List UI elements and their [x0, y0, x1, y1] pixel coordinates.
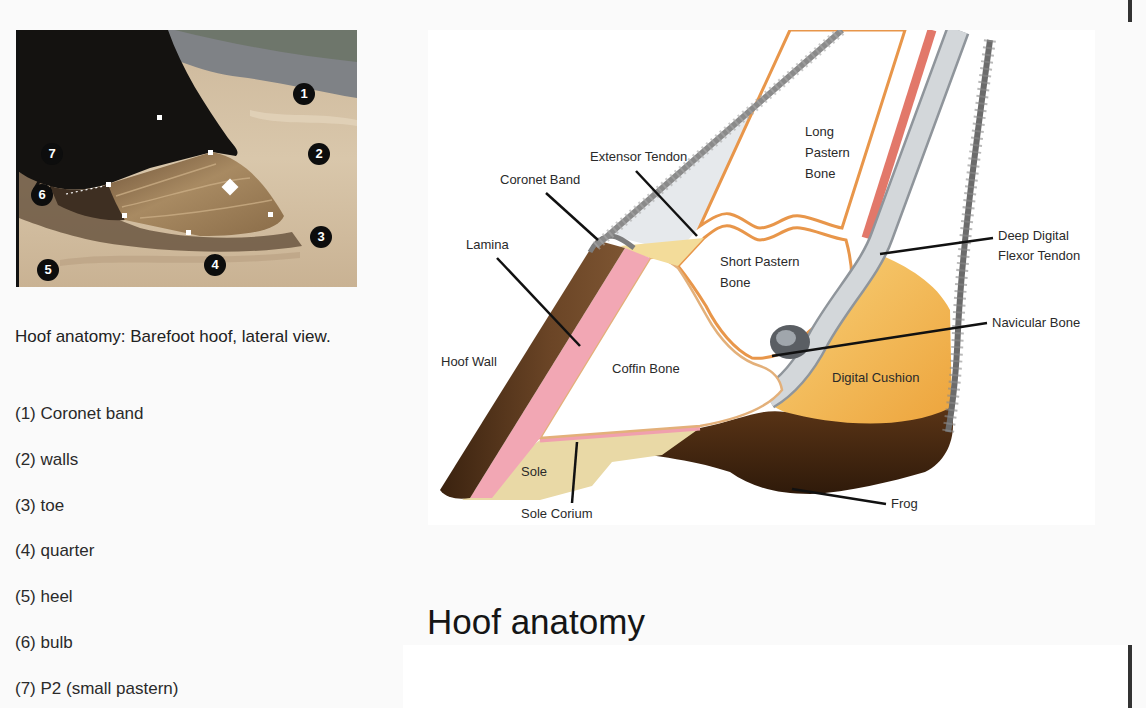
sand-streak [250, 110, 357, 126]
leader-lines [497, 171, 993, 504]
leader-line [636, 171, 697, 236]
background-grass [175, 30, 357, 62]
list-item-box: (2) walls [15, 449, 78, 471]
callout-number: 6 [38, 188, 45, 202]
part-label-box: Lamina [466, 237, 509, 253]
list-item-box: (5) heel [15, 586, 73, 608]
part-label: Navicular Bone [992, 315, 1080, 330]
leader-line [546, 193, 598, 240]
callout-number: 2 [315, 147, 322, 161]
part-label: Sole Corium [521, 506, 593, 521]
part-label-box: Digital Cushion [832, 370, 919, 386]
lower-panel [403, 645, 1128, 708]
marker-diamond [222, 179, 239, 196]
growth-lines [116, 164, 272, 218]
part-label-box: Short Pastern Bone [720, 251, 815, 293]
hoof-photo [19, 30, 357, 287]
heading: Hoof anatomy [427, 602, 645, 641]
part-label-box: Coronet Band [500, 172, 580, 188]
callout-circle: 1 [293, 83, 315, 105]
leader-line [572, 442, 577, 503]
list-item: (2) walls [15, 450, 78, 469]
hoof-cross-section [440, 30, 990, 500]
dotted-guide [66, 186, 104, 194]
part-label-box: Navicular Bone [992, 315, 1080, 331]
part-label: Coronet Band [500, 172, 580, 187]
part-label-box: Deep Digital Flexor Tendon [998, 226, 1093, 266]
part-label: Long Pastern Bone [805, 124, 850, 181]
back-skin [948, 40, 990, 432]
edge-bar [1128, 645, 1132, 708]
part-label-box: Sole Corium [521, 506, 593, 522]
sand-ground [19, 30, 357, 287]
part-label: Coffin Bone [612, 361, 680, 376]
list-item-box: (6) bulb [15, 632, 73, 654]
part-label-box: Sole [521, 464, 547, 480]
photo-border [16, 30, 19, 287]
part-label-box: Coffin Bone [612, 361, 680, 377]
marker-dot [122, 213, 127, 218]
list-item-box: (3) toe [15, 495, 64, 517]
leader-line [880, 238, 993, 254]
part-label: Extensor Tendon [590, 149, 687, 164]
part-label: Sole [521, 464, 547, 479]
list-item-box: (1) Coronet band [15, 403, 144, 425]
list-item: (7) P2 (small pastern) [15, 679, 178, 698]
part-label: Deep Digital Flexor Tendon [998, 228, 1080, 263]
back-hair [948, 40, 990, 432]
list-item: (6) bulb [15, 633, 73, 652]
callout-number: 3 [317, 230, 324, 244]
marker-dot [208, 150, 213, 155]
figure-caption: Hoof anatomy: Barefoot hoof, lateral vie… [15, 327, 331, 346]
navicular-highlight [776, 330, 796, 346]
marker-dot [186, 230, 191, 235]
callout-circle: 5 [37, 259, 59, 281]
callout-number: 4 [211, 258, 218, 272]
figure-caption-box: Hoof anatomy: Barefoot hoof, lateral vie… [15, 322, 360, 351]
hoof-capsule [108, 152, 284, 236]
list-item: (4) quarter [15, 541, 94, 560]
callout-number: 7 [48, 147, 55, 161]
part-label-box: Long Pastern Bone [805, 121, 857, 184]
callout-number: 1 [300, 87, 307, 101]
hoof-wall [440, 240, 625, 499]
callout-number: 5 [44, 263, 51, 277]
list-item-box: (4) quarter [15, 540, 94, 562]
part-label-box: Frog [891, 496, 918, 512]
part-label: Hoof Wall [441, 354, 497, 369]
heading-box: Hoof anatomy [427, 600, 645, 644]
edge-bar [1128, 0, 1132, 22]
callout-circle: 4 [204, 254, 226, 276]
list-item-box: (7) P2 (small pastern) [15, 678, 178, 700]
part-label: Frog [891, 496, 918, 511]
list-item: (3) toe [15, 496, 64, 515]
part-label-box: Extensor Tendon [590, 149, 687, 165]
list-item: (5) heel [15, 587, 73, 606]
part-label-box: Hoof Wall [441, 354, 497, 370]
leader-line [772, 323, 987, 356]
marker-dot [268, 212, 273, 217]
marker-dots [106, 115, 273, 235]
marker-dot [157, 115, 162, 120]
list-item: (1) Coronet band [15, 404, 144, 423]
callout-circle: 6 [31, 184, 53, 206]
leader-line [497, 258, 580, 346]
marker-dot [106, 182, 111, 187]
sand-streak [60, 252, 300, 266]
diagram-panel [428, 30, 1095, 525]
part-label: Short Pastern Bone [720, 254, 800, 290]
callout-circle: 3 [310, 226, 332, 248]
part-label: Digital Cushion [832, 370, 919, 385]
callout-circle: 2 [308, 143, 330, 165]
leader-line [792, 489, 886, 504]
callout-circle: 7 [41, 143, 63, 165]
part-label: Lamina [466, 237, 509, 252]
